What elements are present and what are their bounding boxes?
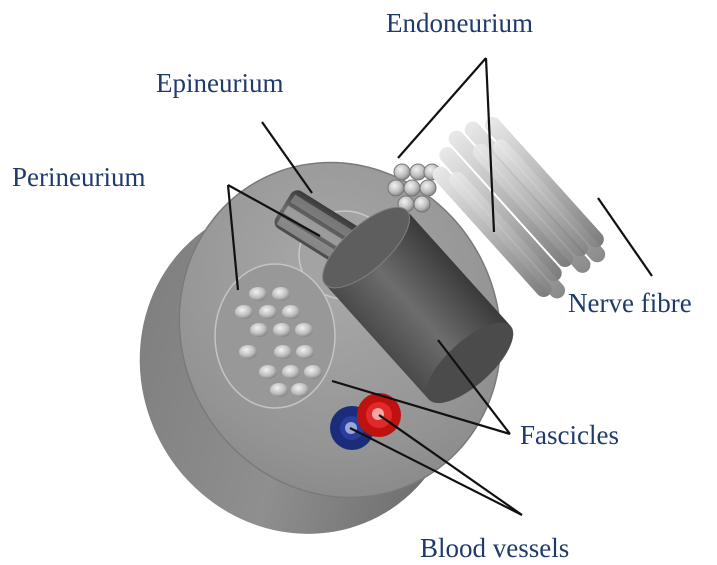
- nerve-fibre-leader: [598, 198, 652, 276]
- label-endoneurium: Endoneurium: [386, 8, 533, 38]
- endoneurium-leader-1: [398, 58, 486, 158]
- label-perineurium: Perineurium: [12, 162, 145, 192]
- lower-fascicle: [215, 264, 335, 408]
- label-epineurium: Epineurium: [156, 68, 283, 98]
- label-fascicles: Fascicles: [520, 420, 619, 450]
- label-blood-vessels: Blood vessels: [420, 533, 569, 563]
- label-nerve-fibre: Nerve fibre: [568, 288, 692, 318]
